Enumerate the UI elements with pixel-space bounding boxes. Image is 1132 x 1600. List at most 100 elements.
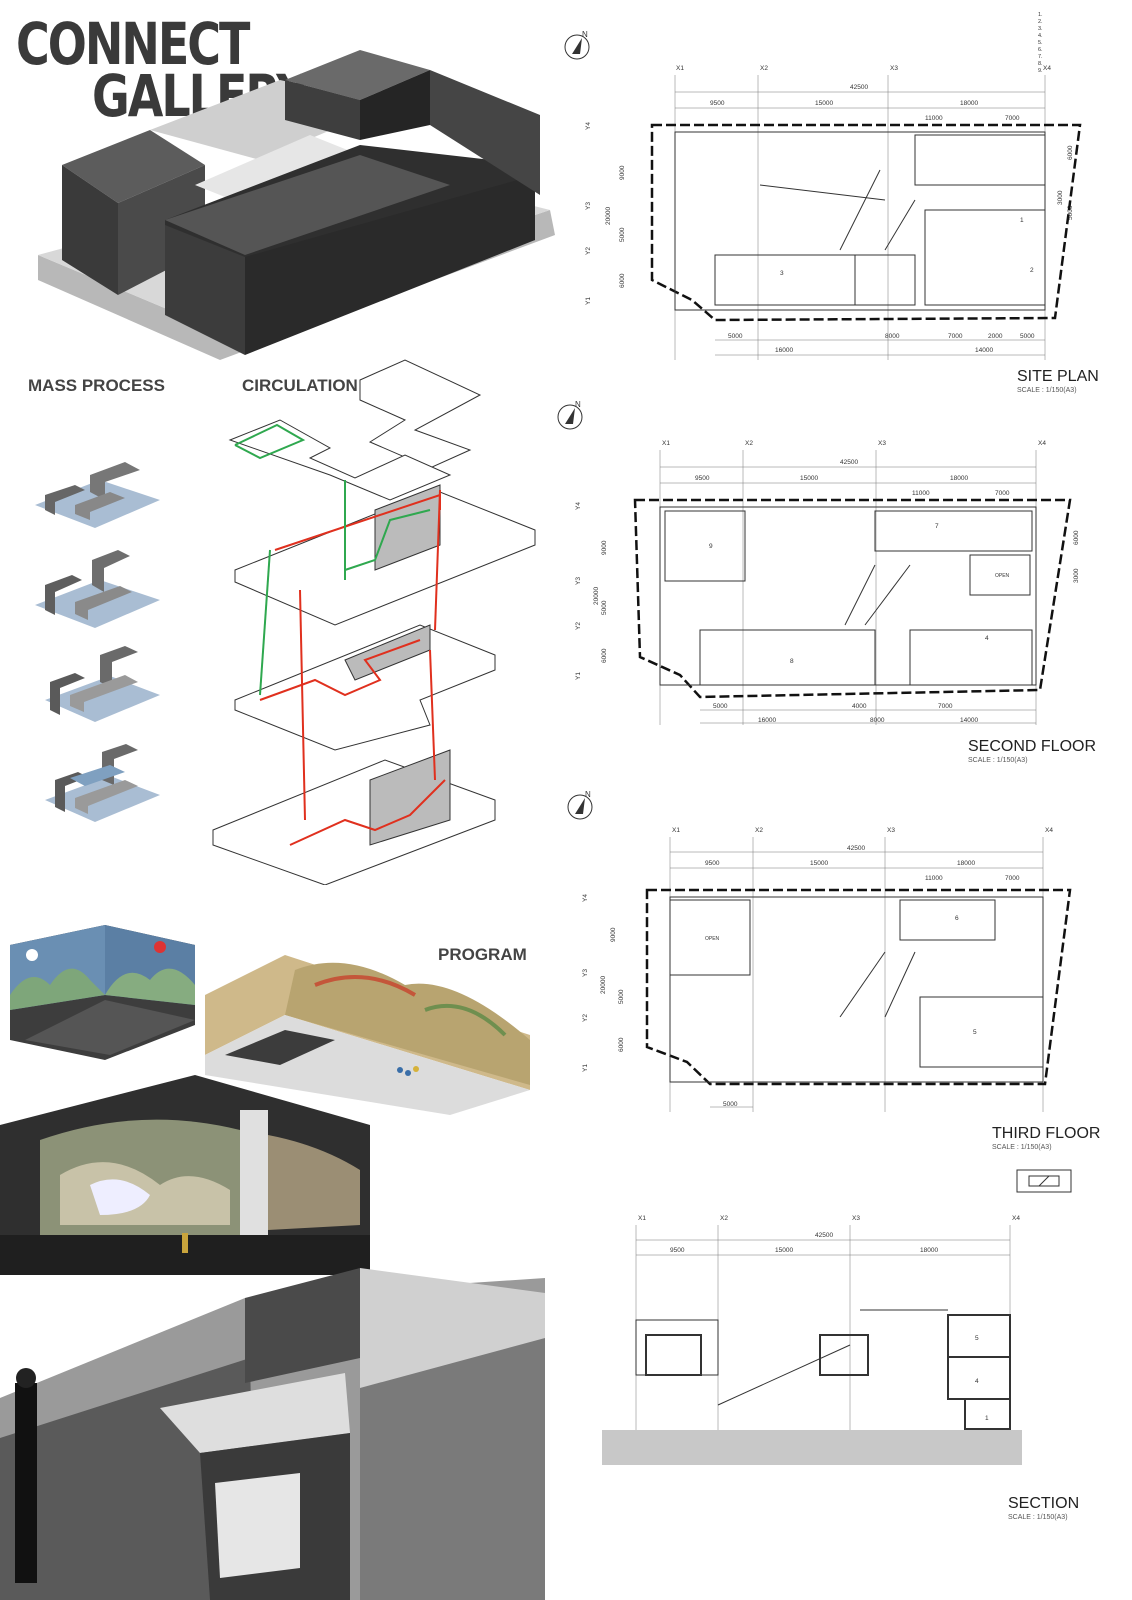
grid-y2: Y2 [585,247,592,255]
north-arrow-icon: N [564,30,590,60]
dim-y: 6000 [619,273,626,288]
room-label: 7 [935,523,939,530]
grid-y1: Y1 [575,672,582,680]
compass-label: N [585,790,591,799]
compass-label: N [575,400,581,409]
open-label: OPEN [705,936,720,942]
section-title: SECTION [1008,1495,1080,1512]
dim-span: 18000 [957,860,975,867]
dim-y: 5000 [619,227,626,242]
dim-span: 18000 [950,475,968,482]
title-connect: CONNECT [16,10,250,78]
dim-y: 5000 [601,600,608,615]
grid-y3: Y3 [575,577,582,585]
grid-y4: Y4 [585,122,592,130]
dim-bottom: 7000 [948,333,963,340]
grid-x2: X2 [755,827,763,834]
grid-x4: X4 [1043,65,1051,72]
site-plan-title: SITE PLAN [1017,368,1099,385]
dim-y: 5000 [618,989,625,1004]
room-label: 9 [709,543,713,550]
grid-x4: X4 [1045,827,1053,834]
dim-span: 15000 [800,475,818,482]
dim-span: 15000 [810,860,828,867]
legend-item: 6. [1038,47,1043,53]
third-floor-title: THIRD FLOOR [992,1125,1101,1142]
dim-sub: 7000 [995,490,1010,497]
key-plan-icon [1016,1169,1072,1193]
mass-step-2 [35,550,160,628]
grid-x3: X3 [890,65,898,72]
second-floor-plan: X1 X2 X3 X4 42500 9500 15000 18000 11000… [575,440,1080,725]
second-floor-scale: SCALE : 1/150(A3) [968,757,1028,764]
dim-y: 6000 [601,648,608,663]
grid-y2: Y2 [575,622,582,630]
north-arrow-icon: N [567,790,593,820]
dim-total: 42500 [847,845,865,852]
dim-span: 18000 [960,100,978,107]
dim-right: 6000 [1073,530,1080,545]
dim-span: 15000 [775,1247,793,1254]
dim-bottom: 14000 [975,347,993,354]
grid-x4: X4 [1012,1215,1020,1222]
dim-sub: 11000 [912,490,930,497]
grid-x3: X3 [887,827,895,834]
room-label: 8 [790,658,794,665]
legend-item: 4. [1038,33,1043,39]
dim-bottom: 5000 [723,1101,738,1108]
dim-bottom: 14000 [960,717,978,724]
grid-x4: X4 [1038,440,1046,447]
dim-bottom: 8000 [885,333,900,340]
room-label: 4 [985,635,989,642]
label-mass-process: MASS PROCESS [28,376,165,395]
site-plan-scale: SCALE : 1/150(A3) [1017,387,1077,394]
program-render-perspective [0,1268,545,1600]
room-label: 1 [985,1415,989,1422]
grid-y3: Y3 [582,969,589,977]
grid-x2: X2 [720,1215,728,1222]
dim-sub: 11000 [925,115,943,122]
grid-x1: X1 [676,65,684,72]
legend-item: 5. [1038,40,1043,46]
legend-item: 9. [1038,68,1043,74]
dim-total: 42500 [840,459,858,466]
grid-y2: Y2 [582,1014,589,1022]
room-label: 2 [1030,267,1034,274]
dim-y-total: 20000 [593,587,600,605]
dim-right: 6000 [1067,145,1074,160]
dim-span: 9500 [695,475,710,482]
third-floor-plan: X1 X2 X3 X4 42500 9500 15000 18000 11000… [582,827,1072,1112]
grid-x3: X3 [852,1215,860,1222]
mass-process-diagrams [35,462,160,822]
dim-bottom: 8000 [870,717,885,724]
section-scale: SCALE : 1/150(A3) [1008,1514,1068,1521]
dim-bottom: 5000 [728,333,743,340]
label-circulation: CIRCULATION [242,376,358,395]
site-plan-drawing: X1 X2 X3 X4 42500 9500 15000 18000 11000… [585,65,1082,360]
second-floor-title: SECOND FLOOR [968,738,1097,755]
dim-span: 18000 [920,1247,938,1254]
grid-x1: X1 [662,440,670,447]
dim-bottom: 16000 [775,347,793,354]
legend-item: 8. [1038,61,1043,67]
dim-span: 9500 [710,100,725,107]
grid-x1: X1 [672,827,680,834]
mass-step-1 [35,462,160,528]
label-program: PROGRAM [438,945,527,964]
dim-bottom: 5000 [713,703,728,710]
dim-sub: 7000 [1005,115,1020,122]
program-render-room2 [205,955,530,1115]
dim-total: 42500 [815,1232,833,1239]
grid-y4: Y4 [575,502,582,510]
dim-bottom: 4000 [852,703,867,710]
dim-y-total: 20000 [600,976,607,994]
dim-bottom: 16000 [758,717,776,724]
room-label: 5 [973,1029,977,1036]
dim-right: 3000 [1057,190,1064,205]
dim-span: 9500 [670,1247,685,1254]
section-drawing: X1 X2 X3 X4 42500 9500 15000 18000 5 4 1 [602,1215,1022,1465]
dim-bottom: 2000 [988,333,1003,340]
room-label: 1 [1020,217,1024,224]
grid-x1: X1 [638,1215,646,1222]
room-legend: 1. 2. 3. 4. 5. 6. 7. 8. 9. [1038,12,1043,75]
